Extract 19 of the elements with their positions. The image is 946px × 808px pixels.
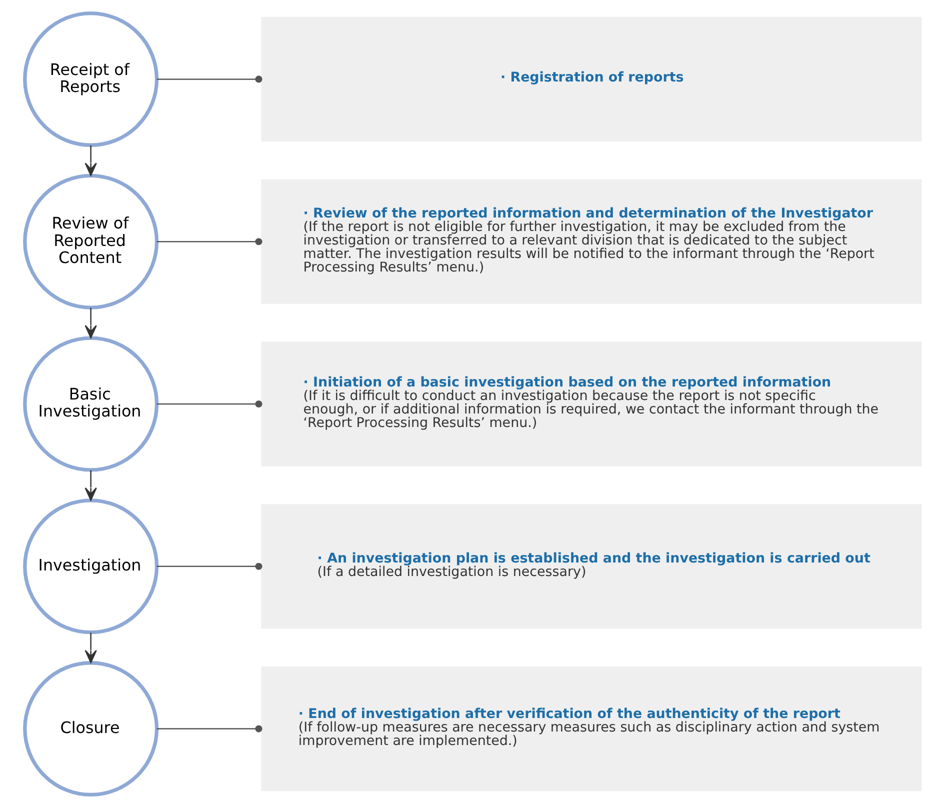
node-circle: Investigation (23, 498, 159, 634)
node-circle: Review of Reported Content (23, 174, 159, 310)
connector (156, 400, 262, 408)
arrow (84, 145, 97, 176)
node-box: · An investigation plan is established and the investigation is carried out (If a detailed investigation is necessary) (261, 504, 922, 629)
connector (156, 238, 262, 246)
connector (156, 725, 262, 732)
arrow (84, 308, 97, 338)
node-box: · End of investigation after verification of the authenticity of the report (If follow-up measures are necessary measures such as disciplinary action and system improvement are implemented.) (261, 666, 922, 792)
node-box: · Registration of reports (261, 16, 922, 142)
node-circle: Basic Investigation (23, 336, 159, 472)
arrow (84, 632, 97, 664)
node-circle: Receipt of Reports (23, 11, 159, 147)
node-circle: Closure (23, 661, 159, 797)
connector (156, 76, 262, 83)
node-box: · Initiation of a basic investigation based on the reported information (If it is difficult to conduct an investigation because the report is not specific enough, or if additional information is required, we contact the informant through the ‘Report Processing Results’ menu.) (261, 342, 922, 466)
arrow (84, 470, 97, 501)
connector (156, 562, 262, 570)
node-box: · Review of the reported information and determination of the Investigator (If the report is not eligible for further investigation, it may be excluded from the investigation or transferred to a relevant division that is dedicated to the subject matter. The investigation results will be notified to the informant through the ‘Report Processing Results’ menu.) (261, 179, 922, 304)
